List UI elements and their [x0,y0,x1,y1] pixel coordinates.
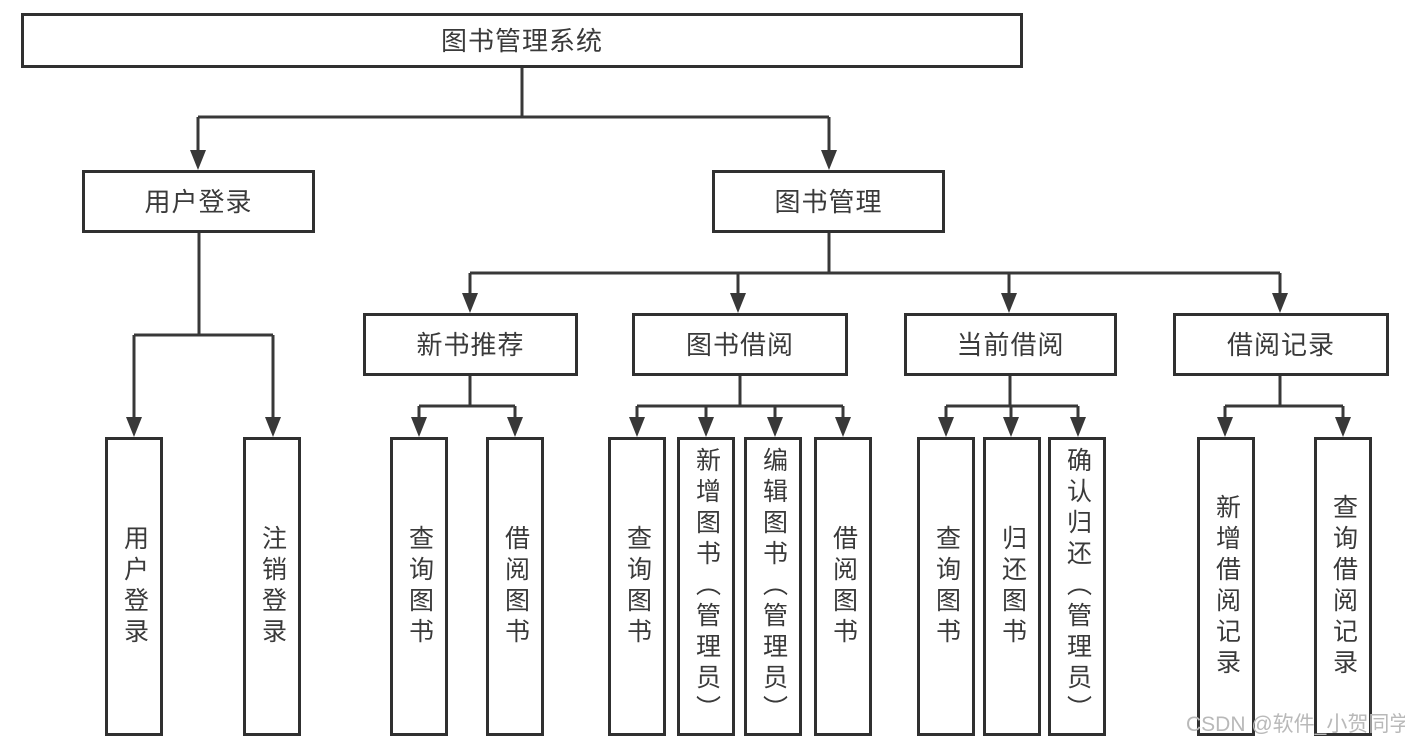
leaf-query-books-borrowing: 查询图书 [608,437,666,736]
leaf-edit-books-admin: 编辑图书（管理员） [744,437,802,736]
leaf-borrow-books-borrowing: 借阅图书 [814,437,872,736]
leaf-user-login: 用户登录 [105,437,163,736]
node-root-system: 图书管理系统 [21,13,1023,68]
leaf-borrow-books-recommend: 借阅图书 [486,437,544,736]
node-current-borrowing: 当前借阅 [904,313,1117,376]
arrowheads [126,150,1351,437]
node-user-login: 用户登录 [82,170,315,233]
leaf-query-books-current: 查询图书 [917,437,975,736]
leaf-add-books-admin: 新增图书（管理员） [677,437,735,736]
leaf-query-books-recommend: 查询图书 [390,437,448,736]
node-book-borrowing: 图书借阅 [632,313,848,376]
node-borrowing-records: 借阅记录 [1173,313,1389,376]
node-new-book-recommend: 新书推荐 [363,313,578,376]
leaf-confirm-return-admin: 确认归还（管理员） [1048,437,1106,736]
leaf-logout: 注销登录 [243,437,301,736]
leaf-return-books: 归还图书 [983,437,1041,736]
node-book-management: 图书管理 [712,170,945,233]
leaf-add-borrow-record: 新增借阅记录 [1197,437,1255,736]
connector-lines [132,68,1345,421]
csdn-watermark: CSDN @软件_小贺同学 [1186,713,1405,736]
leaf-query-borrow-record: 查询借阅记录 [1314,437,1372,736]
